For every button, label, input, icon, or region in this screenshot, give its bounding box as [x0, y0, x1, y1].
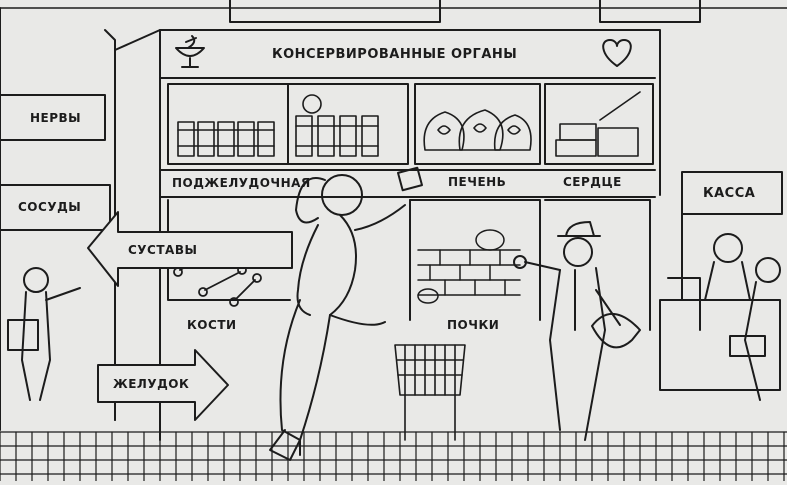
sign-zheludok: ЖЕЛУДОК: [113, 377, 190, 391]
arrow-sustavy: [87, 211, 293, 287]
sign-pechen: ПЕЧЕНЬ: [448, 175, 507, 189]
sign-sosudy: СОСУДЫ: [18, 200, 82, 214]
sign-kassa: КАССА: [703, 186, 756, 201]
kassa-sign: [681, 171, 783, 215]
store-title: КОНСЕРВИРОВАННЫЕ ОРГАНЫ: [272, 47, 518, 62]
top-frame-right: [599, 0, 701, 23]
man-figure: [513, 221, 641, 441]
jars-podzheludochnaya: [177, 121, 275, 157]
sign-serdce: СЕРДЦЕ: [563, 175, 622, 189]
left-man-figure: [7, 267, 81, 401]
sign-kosti: КОСТИ: [187, 318, 237, 332]
sign-board-sosudy: [0, 184, 111, 231]
liver-bags: [423, 109, 532, 151]
pharmacy-bowl-icon: [175, 35, 205, 68]
sign-pochki: ПОЧКИ: [447, 318, 500, 332]
showcase-cabinet: [114, 29, 661, 441]
sign-sustavy: СУСТАВЫ: [128, 243, 198, 257]
arrow-zheludok: [97, 349, 229, 421]
sign-board-nervy: [0, 94, 106, 141]
heart-boxes: [555, 91, 641, 157]
sign-nervy: НЕРВЫ: [30, 111, 82, 125]
jars-middle: [295, 94, 379, 157]
sign-podzheludochnaya: ПОДЖЕЛУДОЧНАЯ: [172, 176, 311, 190]
woman-figure: [269, 166, 423, 461]
top-frame: [229, 0, 441, 23]
cashier-area: [659, 233, 781, 401]
floor-tiles: [0, 431, 787, 482]
heart-icon: [602, 39, 632, 67]
kidneys-stack: [417, 229, 521, 304]
